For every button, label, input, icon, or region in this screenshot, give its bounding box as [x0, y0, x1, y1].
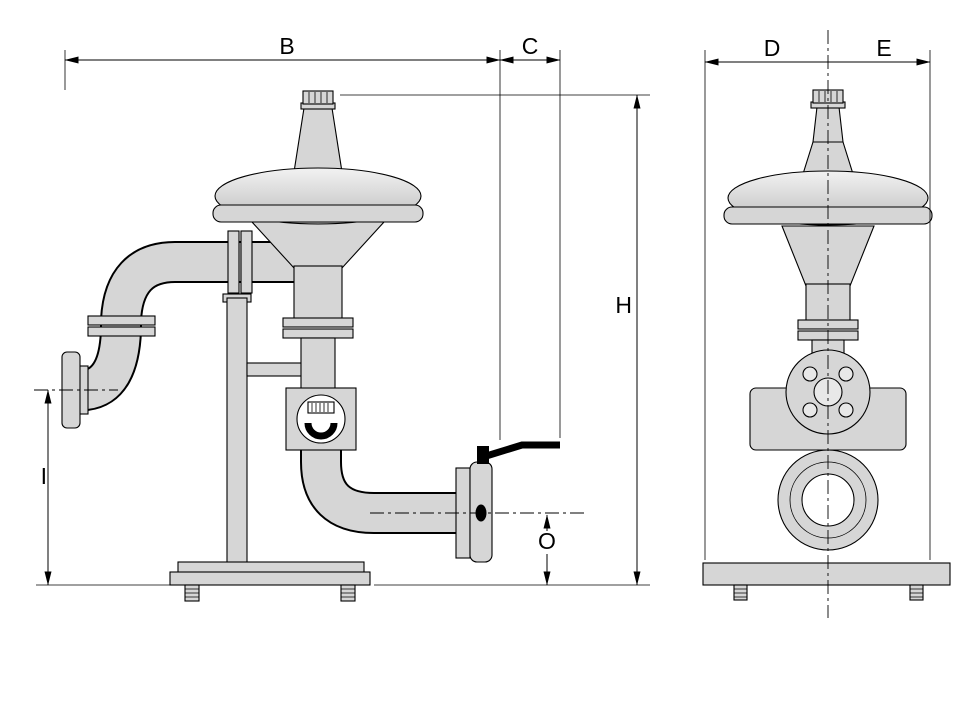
- body-inlet-flange: [227, 230, 240, 294]
- meter-gauge-arc: [304, 422, 338, 440]
- dim-label-O-backing: [535, 531, 559, 554]
- regulator-body: [250, 221, 386, 391]
- dim-label-D: D: [764, 35, 781, 61]
- flange-bolt-hole: [838, 402, 854, 418]
- dome-rim: [212, 204, 424, 223]
- flange-bolt-hole: [838, 366, 854, 382]
- meter-counter: [307, 401, 335, 414]
- inlet-elbow-pipe: [61, 230, 294, 429]
- side-view: [34, 90, 584, 602]
- support-stand: [169, 293, 371, 602]
- dim-label-C: C: [522, 33, 539, 59]
- anchor-bolt: [909, 584, 924, 601]
- front-view: [702, 30, 951, 618]
- body-flange: [282, 317, 354, 328]
- anchor-bolt: [733, 584, 748, 601]
- dim-label-E: E: [876, 35, 891, 61]
- anchor-bolt: [340, 584, 356, 602]
- front-base: [702, 562, 951, 601]
- body-inlet-flange: [240, 230, 253, 294]
- outlet-elbow-pipe: [300, 441, 462, 534]
- dim-label-O: O: [538, 528, 556, 554]
- dim-label-B: B: [279, 33, 294, 59]
- spring-bonnet: [293, 107, 343, 173]
- mid-flange-disc: [87, 315, 156, 326]
- pilot-meter: [285, 387, 357, 451]
- body-flange: [282, 328, 354, 339]
- adjusting-cap: [302, 90, 334, 105]
- valve-handle: [481, 441, 560, 461]
- dim-label-H: H: [615, 292, 632, 318]
- flange-bolt-hole: [802, 402, 818, 418]
- anchor-bolt: [184, 584, 200, 602]
- dim-label-I: I: [41, 463, 47, 489]
- flange-bolt-hole: [802, 366, 818, 382]
- mid-flange-disc: [87, 326, 156, 337]
- actuator-dome: [212, 90, 424, 225]
- dimension-annotations: B C H I O D E: [36, 33, 931, 586]
